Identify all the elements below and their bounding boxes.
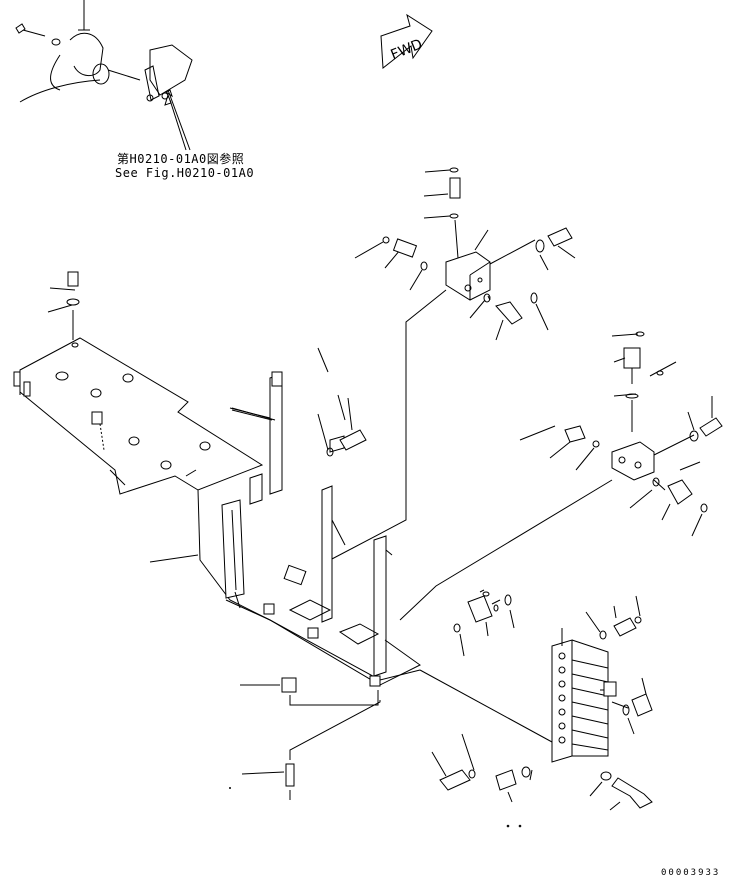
reference-pointer <box>169 99 187 151</box>
callout-leaders <box>229 397 367 457</box>
clamp-assembly <box>15 0 193 151</box>
reference-arrowhead <box>164 93 172 106</box>
base-plate-assembly <box>13 271 421 681</box>
reference-label-english: See Fig.H0210-01A0 <box>115 166 255 180</box>
reference-label-japanese: 第H0210-01A0図参照 <box>117 152 245 166</box>
forward-direction-marker: FWD <box>380 13 433 69</box>
right-valve-block <box>399 331 723 621</box>
lower-left-hardware <box>229 677 381 800</box>
upper-valve-block <box>329 167 576 561</box>
document-number: 00003933 <box>661 868 721 878</box>
terminal-rows <box>558 652 609 751</box>
fwd-label: FWD <box>388 36 424 63</box>
terminal-block-assembly <box>419 589 653 828</box>
lower-frame <box>221 347 421 687</box>
